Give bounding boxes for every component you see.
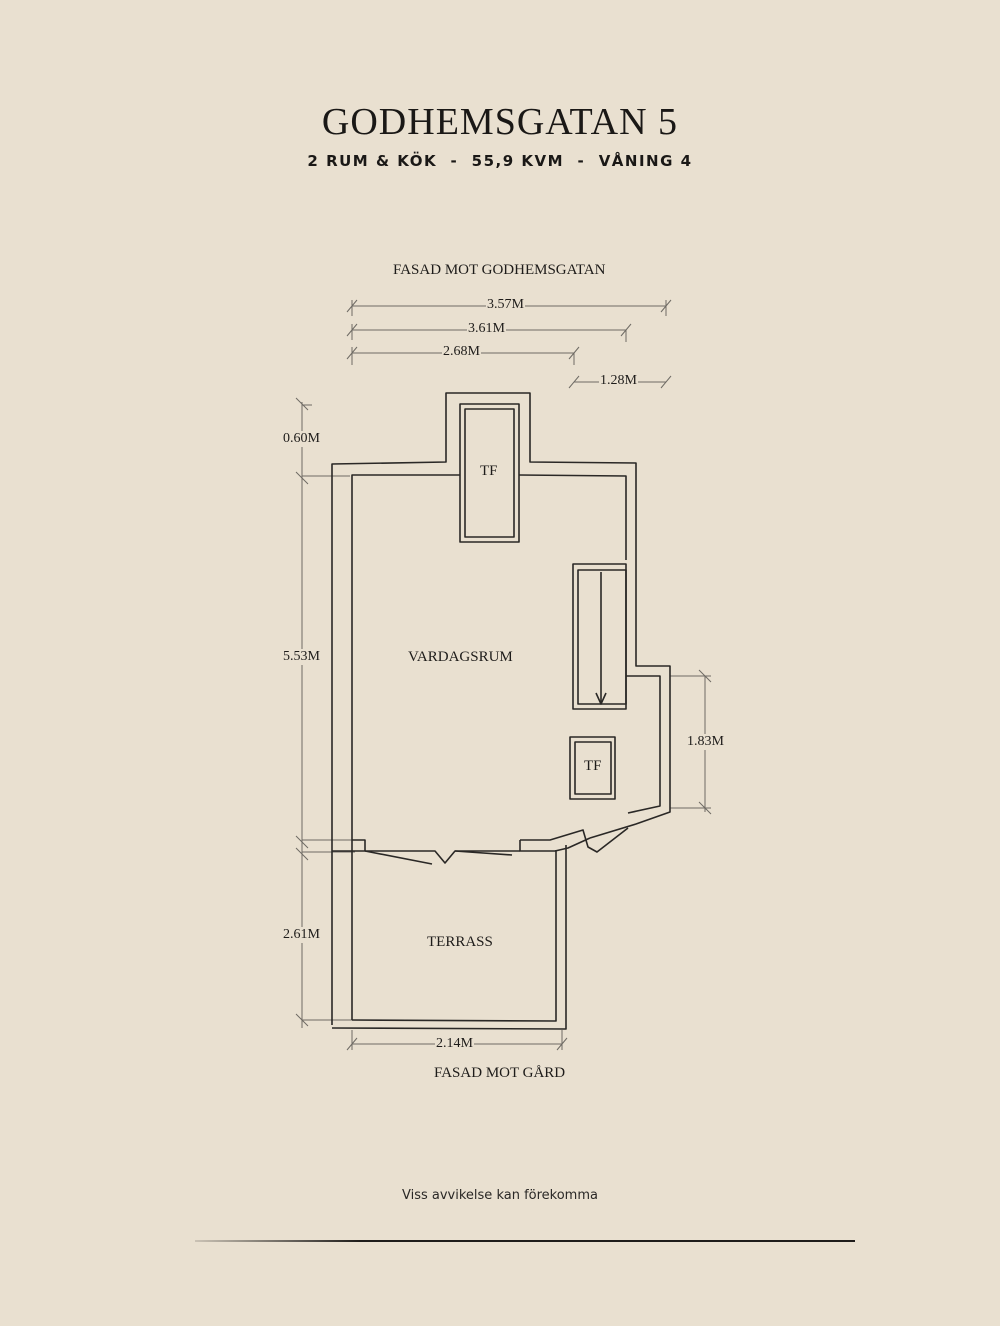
walls [331,392,671,1030]
dimension-left-top: 0.60M [282,431,321,447]
property-title: GODHEMSGATAN 5 [321,101,679,143]
facade-label-bottom: FASAD MOT GÅRD [434,1065,566,1081]
dimension-left-terrace: 2.61M [282,927,321,943]
dimension-right-bay: 1.83M [686,734,725,750]
room-label-tf-top: TF [480,463,498,479]
dimension-bottom-terrace: 2.14M [435,1036,474,1052]
dimension-top-right: 1.28M [599,373,638,389]
room-label-tf-right: TF [584,758,602,774]
facade-label-top: FASAD MOT GODHEMSGATAN [393,262,606,278]
dimension-top-second: 3.61M [467,321,506,337]
room-label-living: VARDAGSRUM [408,649,513,665]
dimension-left-living: 5.53M [282,649,321,665]
footer-divider [195,1240,855,1242]
property-subtitle: 2 RUM & KÖK - 55,9 KVM - VÅNING 4 [307,152,693,170]
dimension-top-third: 2.68M [442,344,481,360]
dimension-lines [295,299,712,1051]
disclaimer-note: Viss avvikelse kan förekomma [402,1188,598,1203]
dimension-top-total: 3.57M [486,297,525,313]
room-label-terrace: TERRASS [427,934,493,950]
